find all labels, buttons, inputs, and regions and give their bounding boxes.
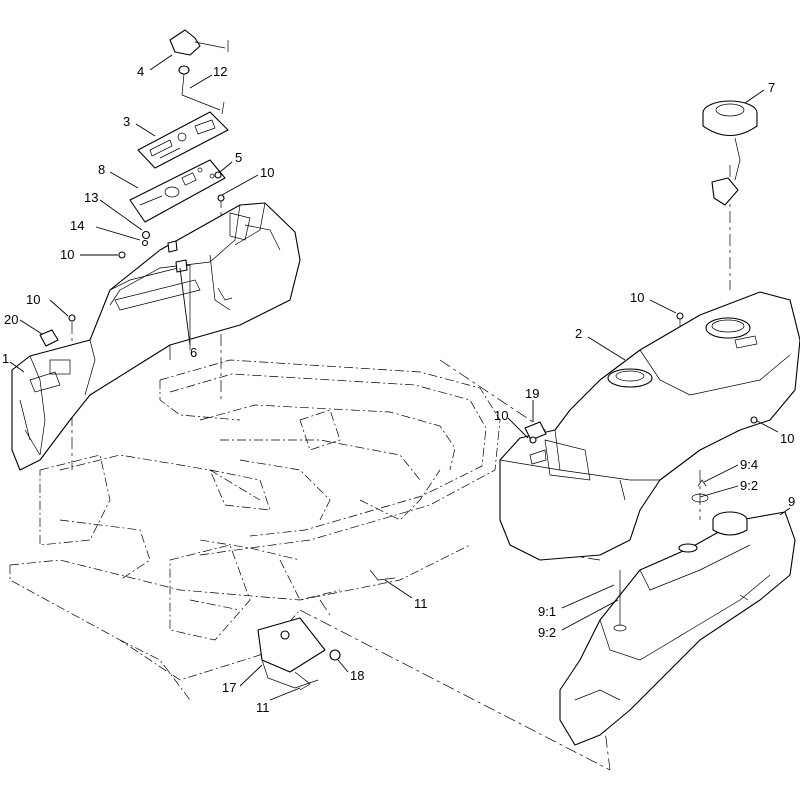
callout-9: 9 bbox=[788, 494, 795, 509]
callout-12: 12 bbox=[213, 64, 227, 79]
callout-7: 7 bbox=[768, 80, 775, 95]
callout-11-bottom: 11 bbox=[256, 700, 270, 715]
callout-10-fender: 10 bbox=[26, 292, 40, 307]
hardware bbox=[39, 171, 225, 347]
right-fender-cover bbox=[499, 291, 800, 561]
callout-10-top: 10 bbox=[260, 165, 274, 180]
callout-4: 4 bbox=[137, 64, 144, 79]
bottom-bracket bbox=[257, 569, 396, 691]
callout-5: 5 bbox=[235, 150, 242, 165]
fuel-tank bbox=[559, 479, 796, 746]
callout-14: 14 bbox=[70, 218, 84, 233]
callout-10-right-top: 10 bbox=[630, 290, 644, 305]
callout-1: 1 bbox=[2, 351, 9, 366]
callout-2: 2 bbox=[575, 326, 582, 341]
callout-9-2-top: 9:2 bbox=[740, 478, 758, 493]
decal-plate bbox=[137, 111, 229, 169]
callout-3: 3 bbox=[123, 114, 130, 129]
callout-10-right: 10 bbox=[780, 431, 794, 446]
callout-9-4: 9:4 bbox=[740, 457, 758, 472]
lever-knob-assembly bbox=[169, 29, 229, 115]
fuel-cap bbox=[702, 100, 758, 206]
callout-17: 17 bbox=[222, 680, 236, 695]
callout-10-left: 10 bbox=[60, 247, 74, 262]
callout-20: 20 bbox=[4, 312, 18, 327]
callout-9-1: 9:1 bbox=[538, 604, 556, 619]
callout-9-2-bottom: 9:2 bbox=[538, 625, 556, 640]
rear-fender-body bbox=[11, 202, 301, 471]
control-panel-plate bbox=[129, 159, 226, 223]
fender-hardware bbox=[524, 312, 758, 444]
callout-10-center: 10 bbox=[494, 408, 508, 423]
callout-labels: 4 12 3 5 8 10 13 14 10 10 20 6 1 7 10 2 … bbox=[2, 64, 795, 715]
chassis-frame bbox=[9, 359, 501, 701]
leader-lines bbox=[9, 54, 791, 701]
callout-13: 13 bbox=[84, 190, 98, 205]
callout-8: 8 bbox=[98, 162, 105, 177]
callout-11-mid: 11 bbox=[414, 596, 428, 611]
callout-19: 19 bbox=[525, 386, 539, 401]
callout-18: 18 bbox=[350, 668, 364, 683]
callout-6: 6 bbox=[190, 345, 197, 360]
